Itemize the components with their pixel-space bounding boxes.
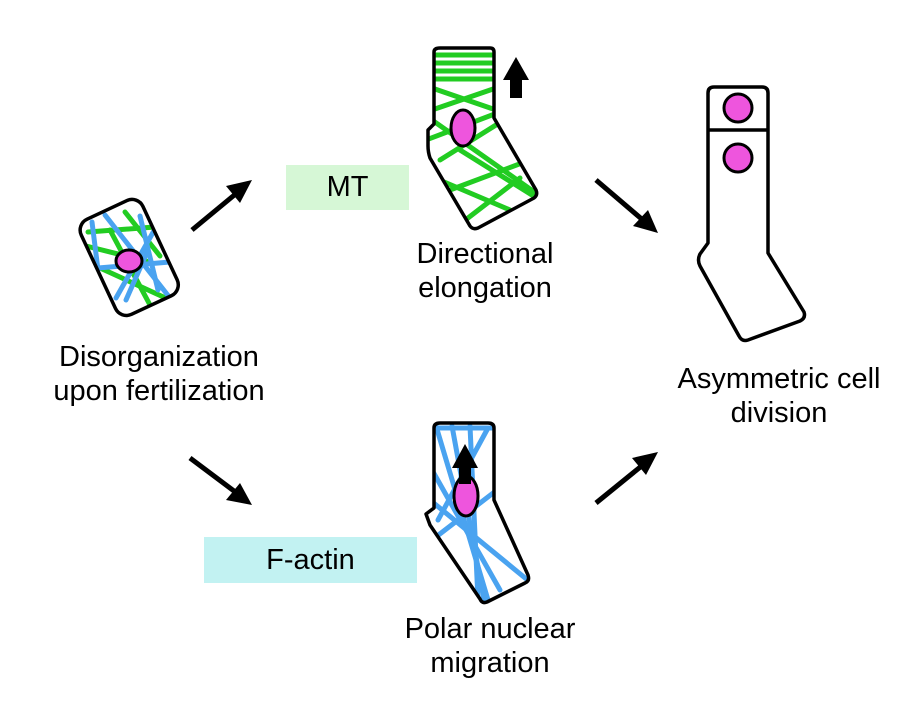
nucleus	[722, 142, 754, 174]
asymmetric-line-2: division	[730, 397, 828, 429]
directional-elongation-label: Directional elongation	[375, 237, 595, 305]
dividing-cell	[696, 85, 807, 343]
mt-label-box: MT	[286, 165, 409, 210]
nucleus	[722, 92, 754, 124]
actin-filaments	[427, 423, 529, 603]
arrow-icon	[594, 452, 658, 505]
mt-label: MT	[326, 171, 369, 203]
factin-label-box: F-actin	[204, 537, 417, 583]
polar-migration-label: Polar nuclear migration	[370, 612, 610, 680]
polar-line-2: migration	[430, 647, 550, 679]
disorganization-line-1: Disorganization	[59, 341, 259, 373]
arrow-icon	[594, 178, 658, 233]
up-arrow-icon	[452, 444, 478, 484]
migrating-cell	[424, 421, 531, 605]
asymmetric-division-label: Asymmetric cell division	[650, 362, 908, 430]
factin-label: F-actin	[266, 543, 355, 576]
elongating-cell	[426, 46, 539, 231]
cell-outline	[696, 85, 807, 343]
nucleus	[114, 248, 144, 274]
cell-outline	[426, 46, 539, 231]
up-arrow-icon	[503, 57, 529, 98]
nucleus	[449, 108, 477, 148]
elongation-line-2: elongation	[418, 272, 552, 304]
arrow-icon	[188, 456, 252, 505]
elongation-line-1: Directional	[416, 238, 554, 270]
arrow-icon	[190, 180, 252, 232]
cell-outline	[78, 197, 181, 318]
cell-outline	[424, 421, 531, 605]
disorganization-line-2: upon fertilization	[53, 375, 265, 407]
asymmetric-line-1: Asymmetric cell	[677, 363, 881, 395]
polar-line-1: Polar nuclear	[404, 613, 576, 645]
disorganization-label: Disorganization upon fertilization	[20, 340, 298, 408]
zygote-cell	[78, 197, 181, 318]
